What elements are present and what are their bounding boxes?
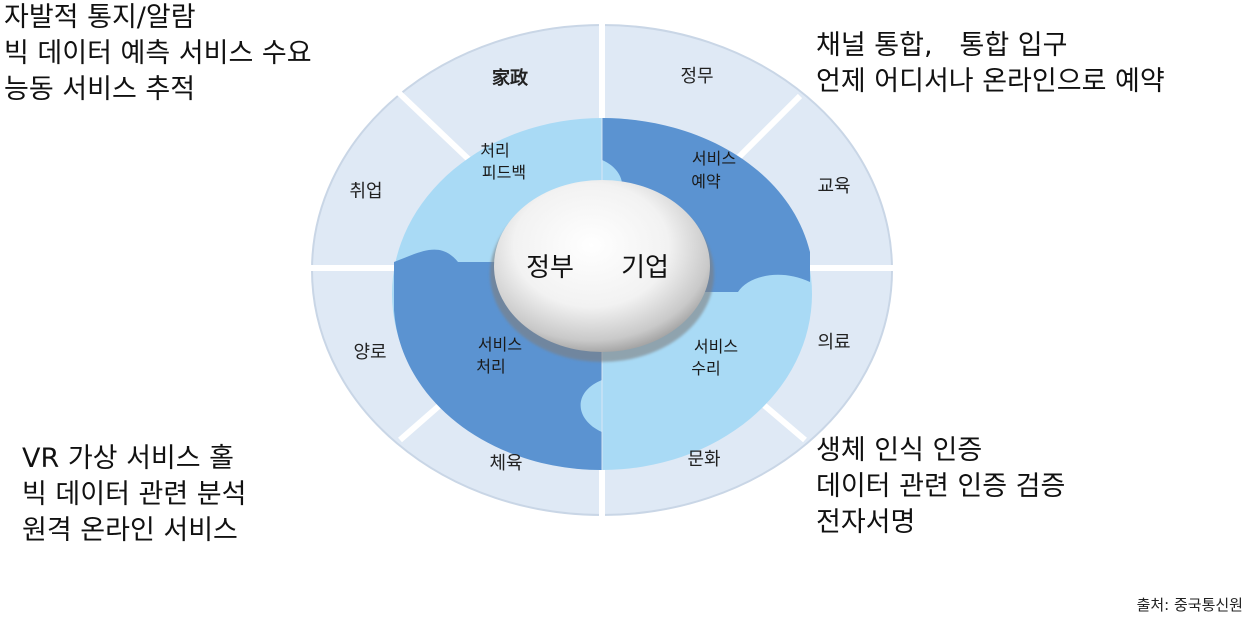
label-education: 교육 — [817, 176, 850, 197]
corner-line: 채널 통합, 통합 입구 — [816, 30, 1068, 61]
label-feedback-1: 처리 — [480, 141, 509, 160]
label-center-enterprise: 기업 — [621, 253, 669, 283]
label-elderly-care: 양로 — [353, 342, 386, 363]
label-booking-2: 예약 — [691, 172, 721, 191]
label-culture: 문화 — [687, 449, 720, 470]
label-center-government: 정부 — [526, 253, 574, 283]
label-receive-1: 서비스 — [694, 337, 738, 356]
label-feedback-2: 피드백 — [482, 163, 526, 182]
corner-line: 능동 서비스 추적 — [4, 74, 196, 105]
center-hub — [494, 180, 710, 352]
corner-line: 생체 인식 인증 — [816, 435, 983, 466]
label-receive-2: 수리 — [691, 359, 720, 378]
corner-text-top-right: 채널 통합, 통합 입구 언제 어디서나 온라인으로 예약 — [816, 28, 1165, 100]
label-employment: 취업 — [349, 181, 382, 202]
corner-line: 빅 데이터 관련 분석 — [22, 479, 247, 510]
corner-line: 언제 어디서나 온라인으로 예약 — [816, 66, 1165, 97]
corner-line: 데이터 관련 인증 검증 — [816, 471, 1066, 502]
label-booking-1: 서비스 — [692, 149, 736, 168]
corner-line: 자발적 통지/알람 — [4, 2, 196, 33]
corner-line: 전자서명 — [816, 507, 916, 538]
corner-line: VR 가상 서비스 홀 — [22, 443, 235, 474]
corner-text-bottom-right: 생체 인식 인증 데이터 관련 인증 검증 전자서명 — [816, 433, 1065, 541]
corner-line: 빅 데이터 예측 서비스 수요 — [4, 38, 312, 69]
corner-text-top-left: 자발적 통지/알람 빅 데이터 예측 서비스 수요 능동 서비스 추적 — [4, 0, 312, 108]
label-family-affairs: 家政 — [492, 67, 529, 89]
corner-line: 원격 온라인 서비스 — [22, 515, 238, 546]
label-sports: 체육 — [489, 453, 522, 474]
label-medical: 의료 — [817, 332, 850, 353]
label-process-2: 처리 — [476, 357, 505, 376]
source-credit: 출처: 중국통신원 — [1136, 596, 1243, 614]
corner-text-bottom-left: VR 가상 서비스 홀 빅 데이터 관련 분석 원격 온라인 서비스 — [22, 441, 246, 549]
label-process-1: 서비스 — [478, 335, 522, 354]
label-government: 정무 — [680, 66, 713, 87]
